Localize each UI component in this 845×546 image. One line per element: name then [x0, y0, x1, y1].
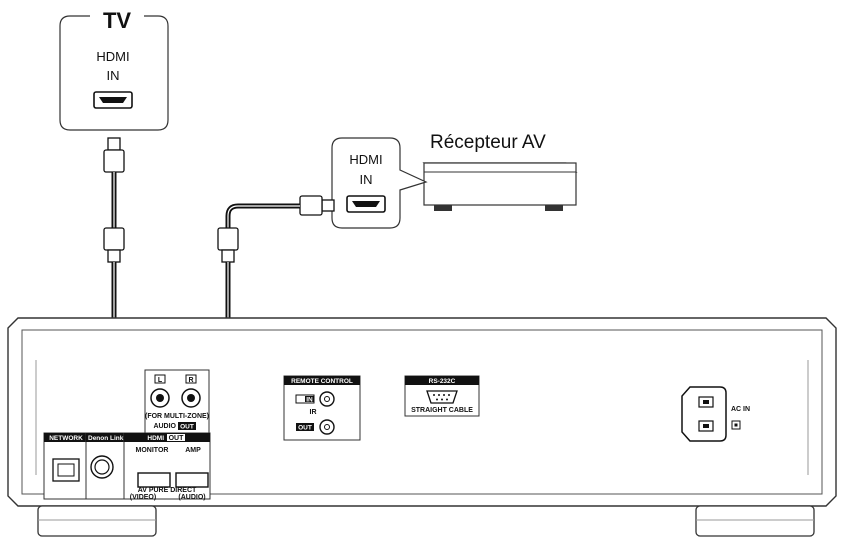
receiver-in-label: IN: [360, 172, 373, 187]
hdmi-out-label-b: OUT: [169, 435, 185, 442]
remote-out-label: OUT: [298, 425, 312, 432]
network-label: NETWORK: [49, 435, 83, 442]
receiver-hdmi-label: HDMI: [349, 152, 382, 167]
video-label: (VIDEO): [130, 494, 156, 501]
ir-label: IR: [310, 409, 317, 416]
tv-device: TV HDMI IN: [59, 8, 169, 131]
rs232c-section: RS-232C STRAIGHT CABLE: [404, 375, 480, 417]
audio-label: (AUDIO): [178, 494, 205, 501]
audio-out-multizone: L R (FOR MULTI-ZONE) AUDIO OUT: [144, 369, 210, 434]
ac-in-section: AC IN: [681, 386, 750, 442]
tv-hdmi-port-icon: [93, 91, 133, 109]
right-foot: [695, 505, 815, 537]
denon-link-label: Denon Link: [88, 435, 124, 442]
straight-cable-label: STRAIGHT CABLE: [411, 407, 473, 414]
ac-in-label: AC IN: [731, 406, 750, 413]
rs232c-label: RS-232C: [429, 378, 456, 385]
receiver-title: Récepteur AV: [430, 132, 546, 153]
player-rear-panel: NETWORK Denon Link L R (FOR MULTI-ZONE) …: [7, 317, 837, 537]
receiver-hdmi-port-icon: [346, 195, 386, 213]
tv-hdmi-label: HDMI: [96, 49, 129, 64]
audio-out-label-b: OUT: [180, 424, 194, 431]
remote-control-label: REMOTE CONTROL: [291, 378, 353, 385]
rca-r-label: R: [188, 377, 193, 384]
monitor-label: MONITOR: [136, 447, 169, 454]
left-foot: [37, 505, 157, 537]
av-receiver: Récepteur AV HDMI IN: [331, 132, 578, 229]
network-port: NETWORK: [43, 432, 89, 500]
hdmi-out-section: HDMI OUT MONITOR AMP AV PURE DIRECT (VID…: [123, 432, 211, 501]
tv-in-label: IN: [107, 68, 120, 83]
amp-label: AMP: [185, 447, 201, 454]
rs232c-port-icon: [426, 390, 458, 404]
hdmi-out-label-a: HDMI: [147, 435, 164, 442]
remote-in-label: IN: [306, 397, 313, 404]
hdmi-monitor-port: [137, 472, 171, 488]
ac-inlet: [681, 386, 727, 442]
tv-title: TV: [103, 8, 131, 33]
rca-l-label: L: [158, 377, 163, 384]
multi-zone-label: (FOR MULTI-ZONE): [145, 413, 209, 420]
remote-control-section: REMOTE CONTROL IN IR OUT: [283, 375, 361, 441]
av-pure-direct-label: AV PURE DIRECT: [138, 487, 197, 494]
hdmi-amp-port: [175, 472, 209, 488]
denon-link-port: Denon Link: [85, 432, 127, 500]
audio-out-label-a: AUDIO: [153, 423, 176, 430]
